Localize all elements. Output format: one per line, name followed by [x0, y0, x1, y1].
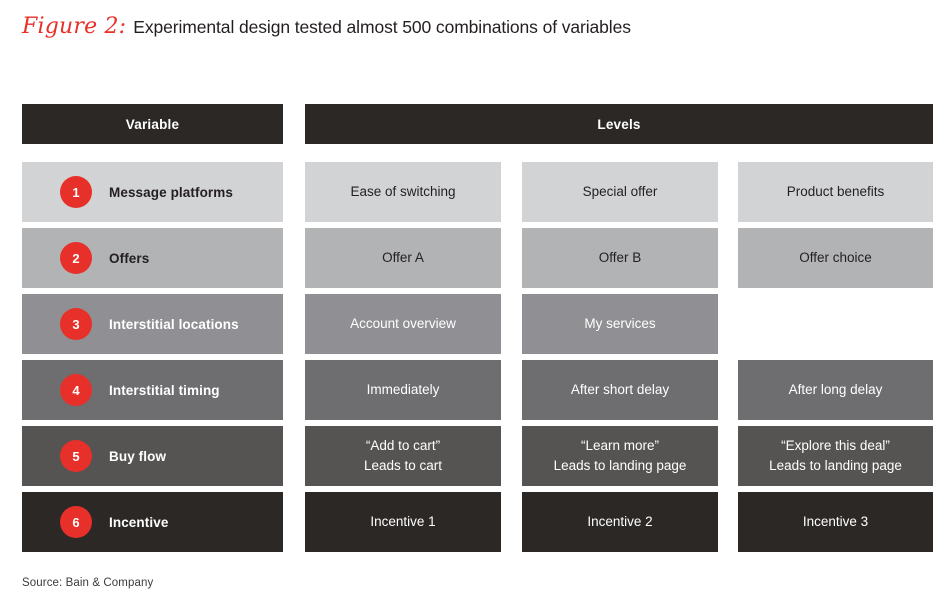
level-text-line: Ease of switching: [350, 184, 456, 200]
row-number-badge: 3: [60, 308, 92, 340]
level-text-line: Product benefits: [786, 184, 885, 200]
level-text-line: “Learn more”: [580, 438, 660, 454]
level-text-line: Leads to landing page: [553, 458, 687, 473]
level-cell[interactable]: Incentive 1: [305, 492, 501, 552]
level-cell[interactable]: Account overview: [305, 294, 501, 354]
level-cell[interactable]: After long delay: [738, 360, 933, 420]
level-text-line: After short delay: [570, 382, 670, 398]
table-row: 5 Buy flow “Add to cart” Leads to cart “Lear…: [22, 426, 933, 486]
level-text-line: “Explore this deal”: [781, 438, 890, 454]
level-cell[interactable]: My services: [522, 294, 718, 354]
variable-label: Incentive: [109, 514, 169, 530]
source-note: Source: Bain & Company: [22, 577, 154, 589]
level-cell[interactable]: Immediately: [305, 360, 501, 420]
level-text-line: After long delay: [788, 382, 883, 398]
variable-cell[interactable]: 3 Interstitial locations: [22, 294, 283, 354]
variable-cell[interactable]: 6 Incentive: [22, 492, 283, 552]
variable-label: Interstitial locations: [109, 316, 239, 332]
page-title: Experimental design tested almost 500 co…: [133, 17, 631, 37]
level-cell-empty: [738, 294, 933, 354]
level-text-line: My services: [584, 316, 656, 332]
level-cell[interactable]: Incentive 3: [738, 492, 933, 552]
row-number-badge: 1: [60, 176, 92, 208]
level-cell[interactable]: After short delay: [522, 360, 718, 420]
level-cell[interactable]: Offer choice: [738, 228, 933, 288]
level-text-line: Incentive 2: [587, 514, 653, 530]
level-cell[interactable]: “Add to cart” Leads to cart: [305, 426, 501, 486]
level-cell[interactable]: Incentive 2: [522, 492, 718, 552]
table-header-row: Variable Levels: [22, 104, 933, 144]
level-cell[interactable]: Offer B: [522, 228, 718, 288]
table-row: 2 Offers Offer A Offer B Offer choice: [22, 228, 933, 288]
table-row: 4 Interstitial timing Immediately After sho…: [22, 360, 933, 420]
level-text-line: Offer A: [382, 250, 424, 266]
variable-label: Interstitial timing: [109, 382, 220, 398]
variable-cell[interactable]: 2 Offers: [22, 228, 283, 288]
experimental-design-table: Variable Levels 1 Message platforms Ease o…: [22, 104, 933, 556]
level-text-line: Immediately: [366, 382, 440, 398]
level-cell[interactable]: Special offer: [522, 162, 718, 222]
row-number-badge: 4: [60, 374, 92, 406]
variable-cell[interactable]: 5 Buy flow: [22, 426, 283, 486]
level-cell[interactable]: Product benefits: [738, 162, 933, 222]
table-row: 1 Message platforms Ease of switching Speci…: [22, 162, 933, 222]
level-text-line: Account overview: [350, 316, 456, 332]
column-header-variable: Variable: [22, 104, 283, 144]
level-text-line: “Add to cart”: [365, 438, 441, 454]
variable-label: Offers: [109, 250, 150, 266]
level-cell[interactable]: “Learn more” Leads to landing page: [522, 426, 718, 486]
variable-label: Message platforms: [109, 184, 233, 200]
level-text-line: Offer choice: [799, 250, 872, 266]
row-number-badge: 2: [60, 242, 92, 274]
variable-cell[interactable]: 1 Message platforms: [22, 162, 283, 222]
level-text-line: Incentive 3: [802, 514, 869, 530]
level-text-line: Incentive 1: [370, 514, 436, 530]
level-text-line: Offer B: [598, 250, 642, 266]
variable-cell[interactable]: 4 Interstitial timing: [22, 360, 283, 420]
level-cell[interactable]: “Explore this deal” Leads to landing page: [738, 426, 933, 486]
row-number-badge: 5: [60, 440, 92, 472]
level-text-line: Leads to landing page: [769, 458, 902, 473]
row-number-badge: 6: [60, 506, 92, 538]
column-header-levels: Levels: [305, 104, 933, 144]
level-text-line: Leads to cart: [363, 458, 443, 473]
variable-label: Buy flow: [109, 448, 167, 464]
level-cell[interactable]: Ease of switching: [305, 162, 501, 222]
level-cell[interactable]: Offer A: [305, 228, 501, 288]
table-row: 3 Interstitial locations Account overview M…: [22, 294, 933, 354]
level-text-line: Special offer: [582, 184, 658, 200]
figure-title-bar: Figure 2: Experimental design tested alm…: [22, 14, 928, 48]
table-row: 6 Incentive Incentive 1 Incentive 2 Incentiv…: [22, 492, 933, 552]
figure-number-label: Figure 2:: [22, 14, 127, 39]
